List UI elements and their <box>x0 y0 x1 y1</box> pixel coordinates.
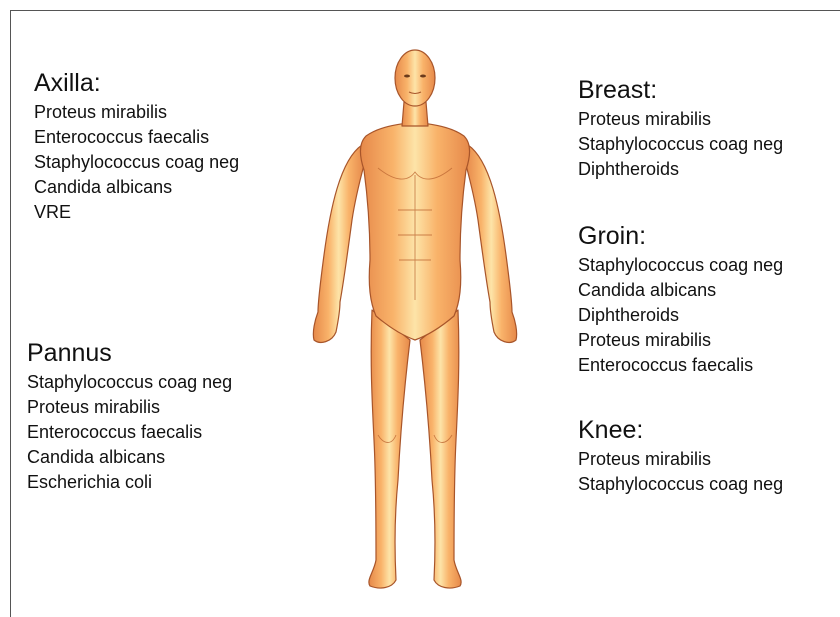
left-arm <box>313 145 364 342</box>
organism-item: Enterococcus faecalis <box>34 125 239 150</box>
frame-top-border <box>10 10 840 11</box>
organism-item: Enterococcus faecalis <box>27 420 232 445</box>
organism-item: Proteus mirabilis <box>27 395 232 420</box>
region-title: Axilla: <box>34 68 239 98</box>
region-breast: Breast: Proteus mirabilis Staphylococcus… <box>578 75 783 182</box>
organism-item: Proteus mirabilis <box>34 100 239 125</box>
organism-item: Diphtheroids <box>578 303 783 328</box>
organism-item: VRE <box>34 200 239 225</box>
region-groin: Groin: Staphylococcus coag neg Candida a… <box>578 221 783 378</box>
organism-item: Staphylococcus coag neg <box>27 370 232 395</box>
left-eye <box>404 75 410 78</box>
region-title: Knee: <box>578 415 783 445</box>
region-knee: Knee: Proteus mirabilis Staphylococcus c… <box>578 415 783 497</box>
organism-item: Enterococcus faecalis <box>578 353 783 378</box>
organism-list: Proteus mirabilis Enterococcus faecalis … <box>34 100 239 225</box>
head <box>395 50 435 106</box>
organism-list: Proteus mirabilis Staphylococcus coag ne… <box>578 107 783 182</box>
region-axilla: Axilla: Proteus mirabilis Enterococcus f… <box>34 68 239 225</box>
frame-left-border <box>10 10 11 617</box>
left-leg <box>369 310 410 588</box>
region-title: Groin: <box>578 221 783 251</box>
organism-item: Proteus mirabilis <box>578 328 783 353</box>
right-eye <box>420 75 426 78</box>
right-leg <box>420 310 461 588</box>
organism-item: Staphylococcus coag neg <box>578 472 783 497</box>
region-title: Pannus <box>27 338 232 368</box>
organism-list: Staphylococcus coag neg Candida albicans… <box>578 253 783 378</box>
region-pannus: Pannus Staphylococcus coag neg Proteus m… <box>27 338 232 495</box>
organism-item: Staphylococcus coag neg <box>34 150 239 175</box>
organism-item: Candida albicans <box>578 278 783 303</box>
human-body-figure <box>300 40 530 600</box>
right-arm <box>466 145 517 342</box>
organism-item: Candida albicans <box>34 175 239 200</box>
organism-item: Proteus mirabilis <box>578 107 783 132</box>
region-title: Breast: <box>578 75 783 105</box>
organism-item: Diphtheroids <box>578 157 783 182</box>
organism-item: Proteus mirabilis <box>578 447 783 472</box>
organism-item: Staphylococcus coag neg <box>578 253 783 278</box>
organism-item: Candida albicans <box>27 445 232 470</box>
organism-list: Proteus mirabilis Staphylococcus coag ne… <box>578 447 783 497</box>
organism-item: Escherichia coli <box>27 470 232 495</box>
organism-list: Staphylococcus coag neg Proteus mirabili… <box>27 370 232 495</box>
organism-item: Staphylococcus coag neg <box>578 132 783 157</box>
